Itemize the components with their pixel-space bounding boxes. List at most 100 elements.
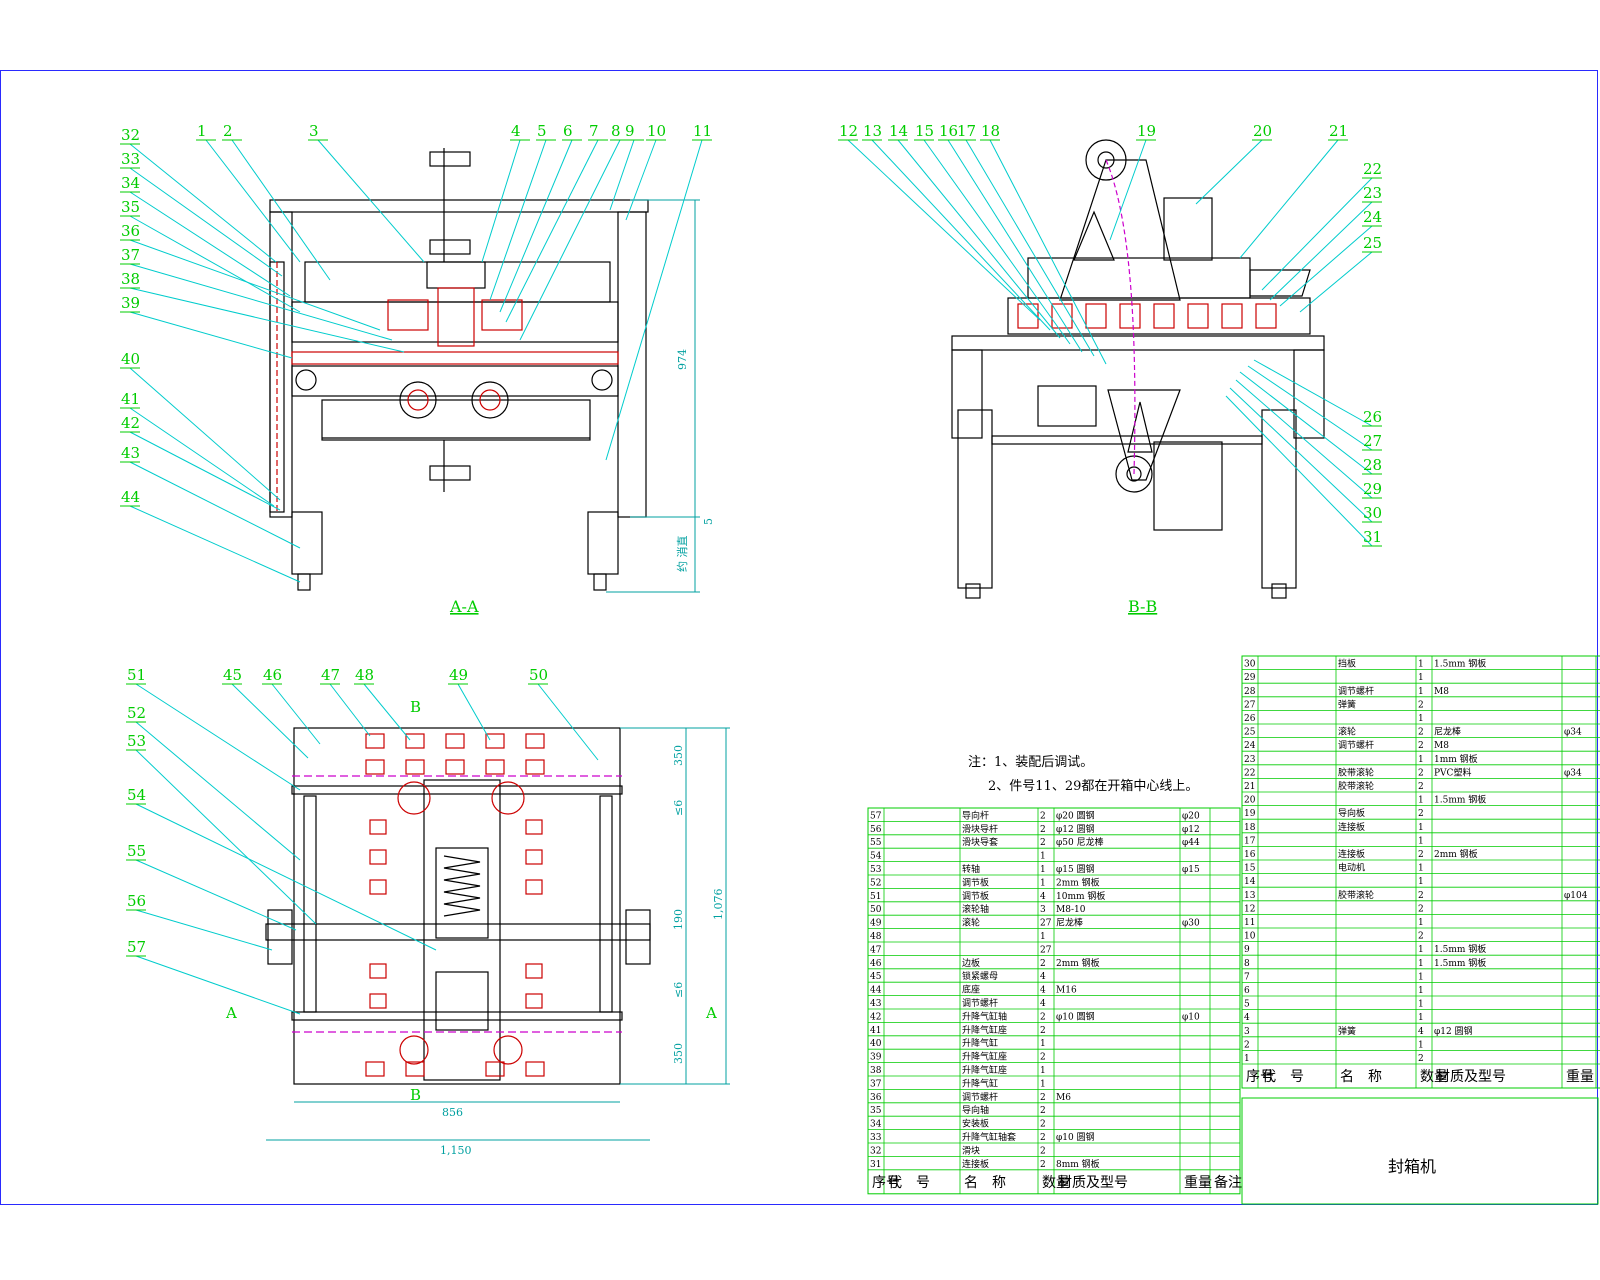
bom-left-cell: 2 <box>1040 1012 1046 1022</box>
bb-roller-6 <box>1187 303 1209 329</box>
bb-right-foot <box>1271 583 1287 599</box>
plan-right-rail <box>599 795 613 1013</box>
bom-left-cell: 升降气缸座 <box>962 1024 1007 1036</box>
bom-left-cell: M16 <box>1056 986 1077 996</box>
bom-left-cell: 32 <box>870 1146 881 1156</box>
bom-right-cell: 1.5mm 钢板 <box>1434 957 1486 969</box>
plan-roller-b3 <box>445 759 465 775</box>
bom-right-cell: M8 <box>1434 741 1449 751</box>
leader-line-7 <box>505 139 599 323</box>
bom-right-cell: 1 <box>1418 755 1424 765</box>
bom-right-cell: 电动机 <box>1338 862 1365 874</box>
leader-line-29 <box>1235 379 1373 499</box>
balloon-57: 57 <box>127 938 146 956</box>
bom-right-cell: 8 <box>1244 959 1250 969</box>
bom-left-cell: 36 <box>870 1093 882 1103</box>
leader-line-32 <box>129 143 277 263</box>
bom-right-cell: 2 <box>1418 809 1424 819</box>
bom-left-cell: 调节板 <box>962 890 989 902</box>
plan-bottom-beam <box>291 1011 623 1021</box>
bom-right-cell: 19 <box>1244 809 1256 819</box>
leader-line-21 <box>1239 139 1339 259</box>
bom-left-cell: 51 <box>870 892 881 902</box>
balloon-17: 17 <box>957 122 976 140</box>
bom-right-cell: 2 <box>1418 728 1424 738</box>
bb-head-nose <box>1249 269 1311 297</box>
bom-left-cell: φ50 尼龙棒 <box>1056 836 1104 848</box>
bom-right-cell: 1 <box>1418 959 1424 969</box>
bom-left-cell: 54 <box>870 852 882 862</box>
plan-dim-350-top: 350 <box>672 745 685 766</box>
bom-left-cell: 52 <box>870 878 881 888</box>
bom-left-cell: 2 <box>1040 838 1046 848</box>
bom-right-cell: 1.5mm 钢板 <box>1434 794 1486 806</box>
bom-right-cell: 2mm 钢板 <box>1434 848 1478 860</box>
plan-dim-190: 190 <box>672 909 685 930</box>
balloon-19: 19 <box>1137 122 1156 140</box>
plan-roller-z1 <box>365 1061 385 1077</box>
balloon-25: 25 <box>1363 234 1382 252</box>
balloon-31: 31 <box>1363 528 1382 546</box>
bom-right-cell: 2 <box>1418 782 1424 792</box>
plan-dim-1150: 1,150 <box>440 1144 472 1157</box>
leader-line-24 <box>1279 225 1373 307</box>
leader-line-23 <box>1269 201 1373 301</box>
aa-right-pulley <box>591 369 613 391</box>
bom-right-cell: 1 <box>1418 660 1424 670</box>
balloon-21: 21 <box>1329 122 1348 140</box>
aa-right-wheel <box>471 381 509 419</box>
bom-left-cell: 42 <box>870 1012 881 1022</box>
balloon-47: 47 <box>321 666 340 684</box>
bb-left-foot <box>965 583 981 599</box>
balloon-41: 41 <box>121 390 140 408</box>
aa-top-beam <box>269 199 649 213</box>
bom-left-header-cell: 序号 <box>872 1175 900 1191</box>
leader-line-42 <box>129 431 281 511</box>
balloon-40: 40 <box>121 350 140 368</box>
bom-right-border <box>1241 655 1600 1089</box>
bom-right-cell: PVC塑料 <box>1434 766 1471 778</box>
bom-left-cell: 41 <box>870 1026 881 1036</box>
bom-right-cell: 18 <box>1244 823 1256 833</box>
leader-line-17 <box>965 139 1095 357</box>
balloon-14: 14 <box>889 122 908 140</box>
balloon-24: 24 <box>1363 208 1382 226</box>
aa-lower-cap <box>429 465 471 481</box>
bb-bottom-roller-hub <box>1126 466 1142 482</box>
plan-roller-r5 <box>525 993 543 1009</box>
bom-left-cell: 4 <box>1040 999 1046 1009</box>
balloon-23: 23 <box>1363 184 1382 202</box>
plan-dim-856: 856 <box>442 1106 463 1119</box>
bom-left-cell: 4 <box>1040 986 1046 996</box>
bb-motor <box>1037 385 1097 427</box>
balloon-34: 34 <box>121 174 140 192</box>
plan-roller-a3 <box>445 733 465 749</box>
bom-left-cell: φ15 <box>1182 865 1200 875</box>
leader-line-8 <box>519 139 621 341</box>
leader-line-1 <box>205 139 301 263</box>
bom-right-cell: 9 <box>1244 945 1250 955</box>
balloon-36: 36 <box>121 222 140 240</box>
leader-line-28 <box>1239 371 1373 475</box>
plan-roller-l4 <box>369 963 387 979</box>
plan-left-rail <box>303 795 317 1013</box>
bom-right-cell: 15 <box>1244 864 1256 874</box>
plan-bearing-left <box>267 909 293 965</box>
plan-roller-l2 <box>369 849 387 865</box>
bom-right-cell: 26 <box>1244 714 1256 724</box>
bom-left-cell: 2 <box>1040 959 1046 969</box>
leader-line-40 <box>129 367 281 501</box>
balloon-38: 38 <box>121 270 140 288</box>
plan-center-channel <box>423 779 501 1081</box>
bom-right-cell: 2 <box>1418 1054 1424 1064</box>
bom-left-cell: 升降气缸 <box>962 1077 998 1089</box>
bom-left-header-cell: 数量 <box>1042 1175 1070 1191</box>
bom-right-cell: 1 <box>1418 918 1424 928</box>
plan-dim-le6-top: ≤6 <box>672 800 685 816</box>
bom-right-header-cell: 代 号 <box>1262 1069 1304 1085</box>
aa-right-foot <box>593 573 607 591</box>
bom-right-cell: 14 <box>1244 877 1256 887</box>
bom-left-header-cell: 重量 <box>1184 1175 1212 1191</box>
leader-line-47 <box>329 683 371 737</box>
bom-right-cell: 1 <box>1418 836 1424 846</box>
